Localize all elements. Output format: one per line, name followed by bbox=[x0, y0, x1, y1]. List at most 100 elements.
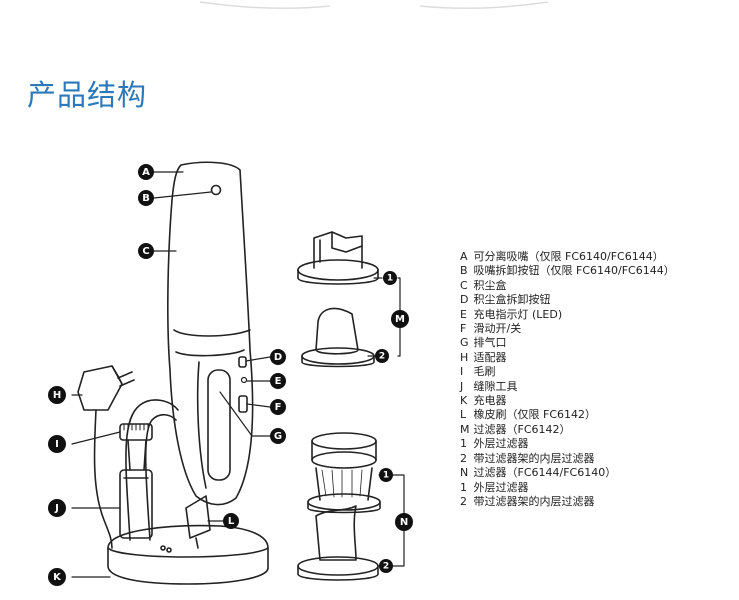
page-title: 产品结构 bbox=[27, 78, 148, 112]
adapter-drawing bbox=[77, 365, 135, 549]
legend-item: E 充电指示灯 (LED) bbox=[460, 308, 675, 322]
callout-n-marker: N bbox=[395, 513, 413, 531]
svg-text:N: N bbox=[400, 517, 408, 528]
charger-base-drawing bbox=[107, 399, 269, 585]
callout-i-marker: I bbox=[48, 435, 66, 453]
legend-text: 过滤器（FC6142） bbox=[473, 422, 571, 436]
callout-b-marker: B bbox=[138, 190, 154, 206]
svg-text:1: 1 bbox=[383, 471, 389, 481]
legend-text: 带过滤器架的内层过滤器 bbox=[473, 494, 595, 508]
callout-a-marker: A bbox=[138, 164, 154, 180]
legend-text: 带过滤器架的内层过滤器 bbox=[473, 451, 595, 465]
legend-item: A 可分离吸嘴（仅限 FC6140/FC6144） bbox=[460, 250, 675, 264]
legend-item: B 吸嘴拆卸按钮（仅限 FC6140/FC6144） bbox=[460, 264, 675, 278]
legend-text: 毛刷 bbox=[473, 365, 496, 379]
svg-text:C: C bbox=[142, 246, 149, 257]
svg-text:L: L bbox=[228, 516, 235, 527]
legend-item: 1 外层过滤器 bbox=[460, 437, 675, 451]
svg-text:2: 2 bbox=[383, 562, 389, 572]
legend-item: 2 带过滤器架的内层过滤器 bbox=[460, 452, 675, 466]
legend-item: D 积尘盒拆卸按钮 bbox=[460, 293, 675, 307]
filter-m-drawing bbox=[297, 231, 379, 368]
legend-text: 外层过滤器 bbox=[473, 437, 529, 451]
legend-item: C 积尘盒 bbox=[460, 279, 675, 293]
legend-text: 充电指示灯 (LED) bbox=[473, 307, 563, 321]
callout-m2-marker: 2 bbox=[375, 349, 389, 363]
callout-markers: A B C D E F G H I J K L 1 2 M 1 2 N bbox=[48, 164, 413, 586]
callout-h-marker: H bbox=[48, 386, 66, 404]
legend-key: 2 bbox=[460, 451, 467, 465]
callout-k-marker: K bbox=[48, 568, 66, 586]
callout-m-marker: M bbox=[391, 310, 409, 328]
legend-item: L 橡皮刷（仅限 FC6142） bbox=[460, 408, 675, 422]
legend-text: 滑动开/关 bbox=[473, 322, 522, 336]
legend-text: 吸嘴拆卸按钮（仅限 FC6140/FC6144） bbox=[473, 264, 675, 278]
legend-key: C bbox=[460, 278, 468, 292]
svg-text:E: E bbox=[275, 376, 282, 387]
legend-key: B bbox=[460, 264, 468, 278]
svg-text:J: J bbox=[54, 503, 59, 514]
svg-text:I: I bbox=[55, 439, 59, 450]
legend-key: M bbox=[460, 422, 470, 436]
callout-e-marker: E bbox=[270, 373, 286, 389]
legend-key: 1 bbox=[460, 437, 467, 451]
callout-l-marker: L bbox=[223, 513, 239, 529]
legend-item: J 缝隙工具 bbox=[460, 380, 675, 394]
legend-text: 积尘盒拆卸按钮 bbox=[473, 293, 551, 307]
svg-text:1: 1 bbox=[387, 274, 393, 284]
legend-key: N bbox=[460, 466, 469, 480]
legend-key: I bbox=[460, 365, 464, 379]
svg-text:M: M bbox=[395, 314, 405, 325]
legend-item: H 适配器 bbox=[460, 351, 675, 365]
legend-item: I 毛刷 bbox=[460, 365, 675, 379]
parts-legend: A 可分离吸嘴（仅限 FC6140/FC6144） B 吸嘴拆卸按钮（仅限 FC… bbox=[460, 250, 675, 509]
legend-item: F 滑动开/关 bbox=[460, 322, 675, 336]
filter-n-drawing bbox=[297, 432, 381, 581]
svg-text:A: A bbox=[142, 167, 150, 178]
callout-n2-marker: 2 bbox=[379, 559, 393, 573]
svg-text:K: K bbox=[53, 572, 62, 583]
legend-key: K bbox=[460, 394, 468, 408]
svg-text:H: H bbox=[53, 390, 61, 401]
legend-key: D bbox=[460, 293, 469, 307]
callout-n1-marker: 1 bbox=[379, 468, 393, 482]
legend-text: 充电器 bbox=[473, 394, 507, 408]
callout-g-marker: G bbox=[270, 428, 286, 444]
vacuum-body-drawing bbox=[167, 161, 254, 506]
legend-item: M 过滤器（FC6142） bbox=[460, 423, 675, 437]
legend-text: 积尘盒 bbox=[473, 278, 507, 292]
legend-text: 橡皮刷（仅限 FC6142） bbox=[473, 408, 597, 422]
legend-key: A bbox=[460, 250, 468, 263]
legend-item: N 过滤器（FC6144/FC6140） bbox=[460, 466, 675, 480]
legend-key: E bbox=[460, 307, 467, 321]
svg-text:F: F bbox=[275, 402, 282, 413]
svg-text:2: 2 bbox=[379, 352, 385, 362]
legend-item: 1 外层过滤器 bbox=[460, 481, 675, 495]
legend-key: F bbox=[460, 322, 467, 336]
legend-text: 适配器 bbox=[473, 350, 507, 364]
legend-key: L bbox=[460, 408, 467, 422]
legend-key: H bbox=[460, 350, 469, 364]
callout-c-marker: C bbox=[138, 243, 154, 259]
legend-text: 缝隙工具 bbox=[473, 379, 518, 393]
legend-item: G 排气口 bbox=[460, 336, 675, 350]
legend-key: 2 bbox=[460, 494, 467, 508]
legend-key: G bbox=[460, 336, 469, 350]
legend-text: 外层过滤器 bbox=[473, 480, 529, 494]
legend-item: K 充电器 bbox=[460, 394, 675, 408]
top-decoration bbox=[199, 1, 549, 9]
legend-text: 排气口 bbox=[473, 336, 507, 350]
callout-m1-marker: 1 bbox=[383, 271, 397, 285]
legend-item: 2 带过滤器架的内层过滤器 bbox=[460, 495, 675, 509]
callout-f-marker: F bbox=[270, 399, 286, 415]
legend-text: 可分离吸嘴（仅限 FC6140/FC6144） bbox=[473, 250, 664, 263]
callout-d-marker: D bbox=[270, 349, 286, 365]
legend-text: 过滤器（FC6144/FC6140） bbox=[473, 466, 617, 480]
svg-text:B: B bbox=[142, 193, 150, 204]
legend-key: J bbox=[460, 379, 464, 393]
svg-text:G: G bbox=[274, 431, 282, 442]
legend-key: 1 bbox=[460, 480, 467, 494]
svg-text:D: D bbox=[274, 352, 282, 363]
callout-j-marker: J bbox=[48, 499, 66, 517]
